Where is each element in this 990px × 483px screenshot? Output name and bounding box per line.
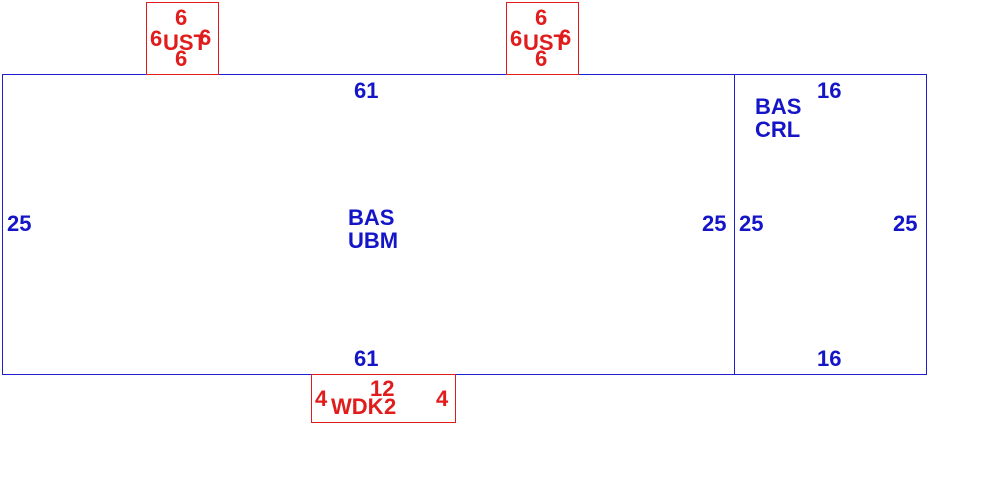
deck-left-dimension: 4 [315,386,328,411]
deck-label: WDK [331,394,384,419]
stoop-2-bottom-dimension: 6 [535,46,548,71]
main-area-label: BAS UBM [348,206,398,252]
stoop-1-right-dimension: 6 [199,25,212,50]
main-right-dimension: 25 [702,211,727,236]
stoop-2-top-dimension: 6 [535,5,548,30]
side-bottom-dimension: 16 [817,346,842,371]
stoop-2-label: UST [523,30,567,55]
side-area-label-line2: CRL [755,117,801,142]
main-area-label-line1: BAS [348,205,395,230]
stoop-1-outline [146,2,219,75]
stoop-2-right-dimension: 6 [559,25,572,50]
deck-outline [311,374,456,423]
main-left-dimension: 25 [7,211,32,236]
side-area-outline [734,74,927,375]
deck-right-dimension: 4 [436,386,449,411]
side-right-dimension: 25 [893,211,918,236]
main-top-dimension: 61 [354,78,379,103]
stoop-1-bottom-dimension: 6 [175,46,188,71]
deck-top-dimension: 12 [370,376,395,401]
main-bottom-dimension: 61 [354,346,379,371]
side-area-label-line1: BAS [755,94,802,119]
stoop-2-left-dimension: 6 [510,26,523,51]
main-area-label-line2: UBM [348,228,399,253]
stoop-2-outline [506,2,579,75]
stoop-1-label: UST [163,30,207,55]
stoop-1-top-dimension: 6 [175,5,188,30]
side-left-dimension: 25 [739,211,764,236]
side-area-label: BAS CRL [755,95,801,141]
deck-label-overlap-digit: 2 [384,394,397,419]
stoop-1-left-dimension: 6 [150,26,163,51]
side-top-dimension: 16 [817,78,842,103]
